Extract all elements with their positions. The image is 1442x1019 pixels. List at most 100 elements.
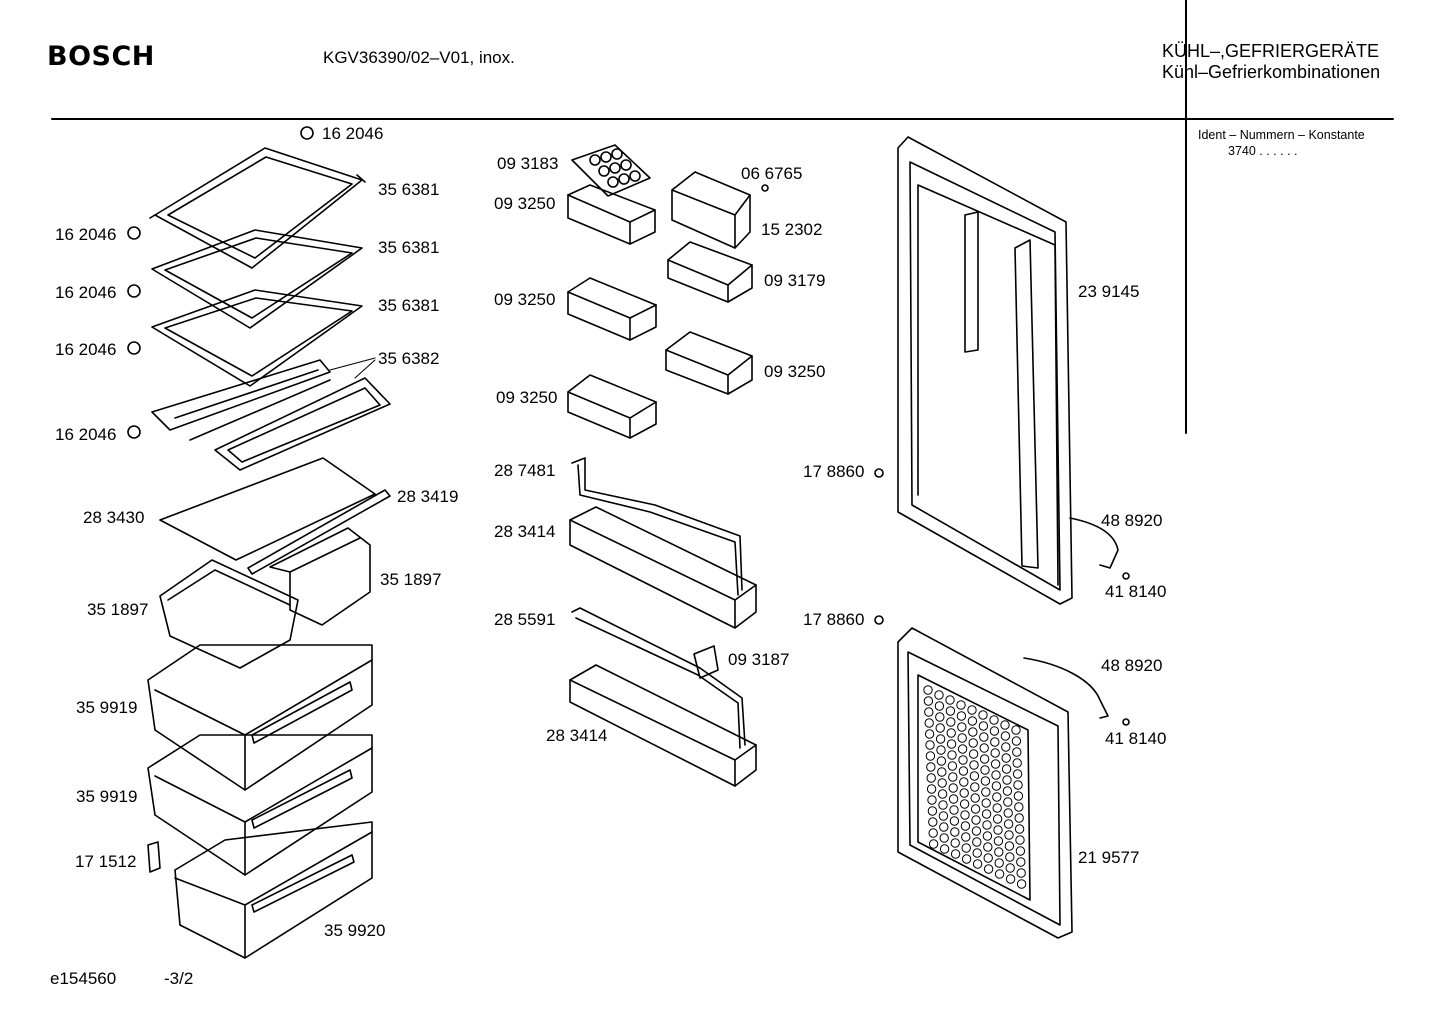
fridge-door bbox=[897, 136, 1073, 605]
freezer-door-dimple bbox=[937, 789, 948, 799]
freezer-door-dimple bbox=[1004, 841, 1015, 851]
freezer-door-dimple bbox=[938, 811, 949, 821]
freezer-door-dimple bbox=[948, 772, 958, 782]
part-label: 35 6381 bbox=[378, 180, 440, 199]
freezer-door-dimple bbox=[1002, 775, 1012, 785]
freezer-door-dimple bbox=[990, 759, 1001, 769]
freezer-door-dimple bbox=[950, 838, 960, 848]
door-handle-upper bbox=[1069, 517, 1119, 569]
freezer-door-dimple bbox=[957, 733, 967, 743]
freezer-door-dimple bbox=[946, 728, 956, 738]
freezer-door-dimple bbox=[991, 781, 1002, 791]
freezer-door-dimple bbox=[926, 773, 936, 783]
freezer-door-dimple bbox=[936, 756, 947, 766]
freezer-door-dimple bbox=[957, 744, 968, 754]
part-label: 35 9919 bbox=[76, 787, 138, 806]
freezer-door-dimple bbox=[928, 839, 939, 849]
part-label: 23 9145 bbox=[1078, 282, 1140, 301]
freezer-door-dimple bbox=[947, 750, 957, 760]
glass-shelf-2 bbox=[151, 229, 363, 329]
freezer-door-dimple bbox=[992, 792, 1002, 802]
rail-strip bbox=[247, 489, 391, 575]
freezer-door-dimple bbox=[981, 787, 991, 797]
freezer-door-dimple bbox=[934, 690, 944, 700]
freezer-door-dimple bbox=[990, 737, 1000, 747]
door-handle-lower bbox=[1023, 657, 1109, 719]
part-label: 09 3183 bbox=[497, 154, 559, 173]
freezer-door-dimple bbox=[989, 715, 999, 725]
part-label: 16 2046 bbox=[322, 124, 384, 143]
part-label: 28 3414 bbox=[494, 522, 556, 541]
freezer-door-dimple bbox=[970, 793, 980, 803]
freezer-door-dimple bbox=[961, 843, 971, 853]
freezer-door-dimple bbox=[1003, 808, 1013, 818]
shelf-insert bbox=[214, 377, 391, 471]
screw bbox=[761, 184, 769, 192]
door-bin-small-2 bbox=[667, 241, 753, 303]
freezer-door-dimple bbox=[979, 743, 989, 753]
freezer-door-dimple bbox=[978, 710, 988, 720]
freezer-door-dimple bbox=[1015, 846, 1026, 856]
divider-clip bbox=[693, 645, 719, 679]
part-label: 16 2046 bbox=[55, 340, 117, 359]
freezer-door-dimple bbox=[991, 770, 1001, 780]
part-label: 35 9919 bbox=[76, 698, 138, 717]
clip-part bbox=[147, 841, 161, 873]
part-label: 48 8920 bbox=[1101, 511, 1163, 530]
part-label: 16 2046 bbox=[55, 425, 117, 444]
freezer-door-dimple bbox=[957, 722, 967, 732]
freezer-door-dimple bbox=[968, 738, 978, 748]
freezer-door-dimple bbox=[945, 695, 955, 705]
part-label: 09 3250 bbox=[494, 290, 556, 309]
part-label: 41 8140 bbox=[1105, 729, 1167, 748]
part-label: 35 6381 bbox=[378, 238, 440, 257]
freezer-door-dimple bbox=[949, 816, 960, 826]
freezer-door-dimple bbox=[1014, 802, 1024, 812]
freezer-door-dimple bbox=[971, 815, 981, 825]
freezer-door-dimple bbox=[959, 777, 969, 787]
freezer-door-dimple bbox=[923, 685, 933, 695]
part-label: 06 6765 bbox=[741, 164, 803, 183]
freezer-door-dimple bbox=[989, 726, 1000, 736]
freezer-door-dimple bbox=[939, 822, 949, 832]
freezer-door-dimple bbox=[956, 700, 966, 710]
freezer-door-dimple bbox=[970, 804, 981, 814]
freezer-door-dimple bbox=[983, 853, 993, 863]
freezer-door-dimple bbox=[935, 723, 945, 733]
crisper-drawer-1 bbox=[147, 644, 373, 791]
freezer-door-dimple bbox=[1012, 747, 1022, 757]
freezer-door-dimple bbox=[960, 821, 971, 831]
door-bin-large-2 bbox=[569, 664, 757, 787]
freezer-door-dimple bbox=[928, 817, 938, 827]
handle-screw bbox=[1122, 572, 1130, 580]
part-label: 28 5591 bbox=[494, 610, 556, 629]
freezer-door-dimple bbox=[1003, 797, 1013, 807]
part-label: 09 3250 bbox=[496, 388, 558, 407]
part-label: 35 1897 bbox=[380, 570, 442, 589]
freezer-door-dimple bbox=[1002, 786, 1013, 796]
freezer-door-dimple bbox=[950, 827, 960, 837]
freezer-door-dimple bbox=[948, 794, 959, 804]
glass-plate bbox=[159, 457, 376, 561]
freezer-door-dimple bbox=[936, 745, 946, 755]
part-label: 15 2302 bbox=[761, 220, 823, 239]
freezer-door-dimple bbox=[928, 828, 938, 838]
freezer-door-dimple bbox=[990, 748, 1000, 758]
freezer-door-dimple bbox=[925, 751, 936, 761]
freezer-door-dimple bbox=[994, 858, 1004, 868]
support-pin bbox=[127, 341, 141, 355]
freezer-door-dimple bbox=[968, 727, 978, 737]
door-bin-small-3 bbox=[567, 277, 657, 341]
freezer-door-dimple bbox=[945, 706, 956, 716]
freezer-door-dimple bbox=[925, 740, 935, 750]
freezer-door-dimple bbox=[982, 831, 993, 841]
freezer-door-dimple bbox=[959, 788, 969, 798]
freezer-door-dimple bbox=[983, 842, 993, 852]
freezer-door-dimple bbox=[959, 799, 970, 809]
part-label: 09 3179 bbox=[764, 271, 826, 290]
freezer-door-dimple bbox=[972, 848, 982, 858]
freezer-door-dimple bbox=[1016, 857, 1026, 867]
freezer-door-dimple bbox=[937, 767, 947, 777]
freezer-door-dimple bbox=[1016, 868, 1026, 878]
freezer-door-dimple bbox=[934, 701, 945, 711]
